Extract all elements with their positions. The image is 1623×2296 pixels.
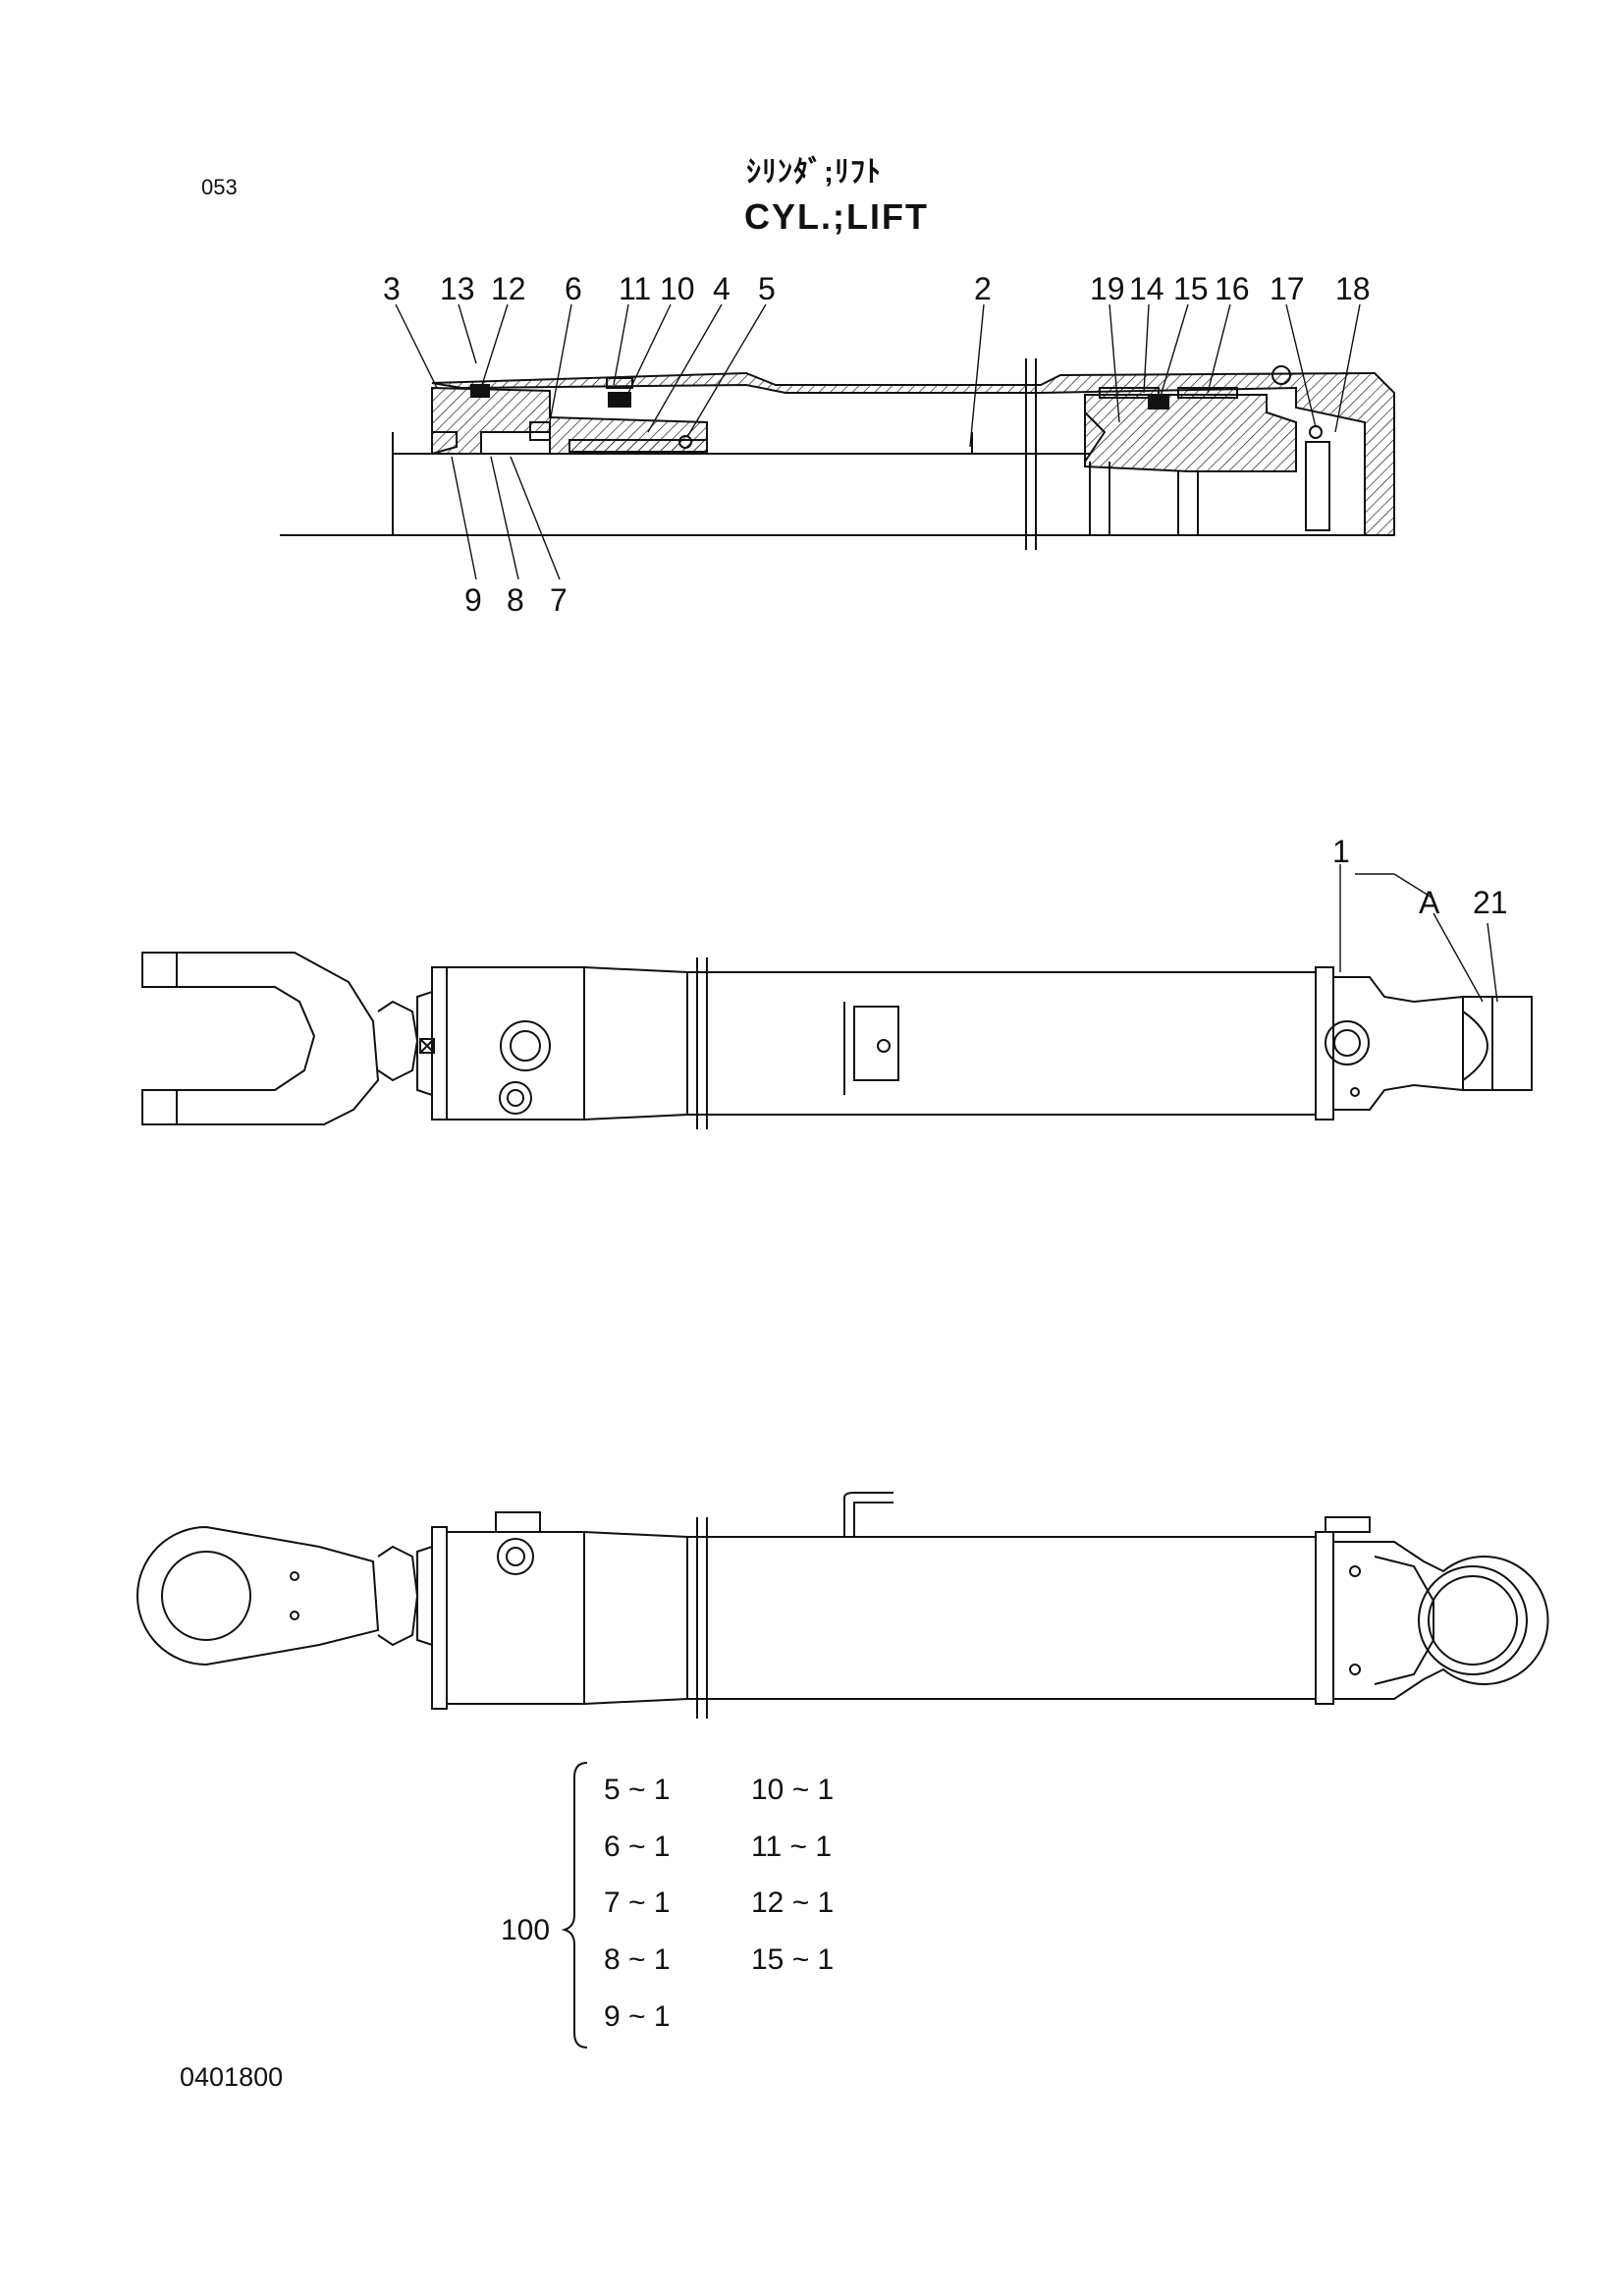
callout-5: 5: [758, 271, 776, 306]
title-english: CYL.;LIFT: [744, 196, 929, 237]
callout-8: 8: [507, 582, 524, 618]
callout-15: 15: [1173, 271, 1209, 306]
kit-right-item: 11 ~ 1: [751, 1831, 832, 1863]
document-number: 0401800: [180, 2062, 284, 2092]
callout-10: 10: [660, 271, 695, 306]
callout-3: 3: [383, 271, 401, 306]
section-view: [280, 303, 1395, 580]
callout-19: 19: [1090, 271, 1125, 306]
callout-13: 13: [440, 271, 475, 306]
kit-left-item: 8 ~ 1: [604, 1943, 671, 1976]
callout-9: 9: [464, 582, 482, 618]
title-japanese: ｼﾘﾝﾀﾞ;ﾘﾌﾄ: [746, 156, 882, 189]
callout-4: 4: [713, 271, 730, 306]
callout-17: 17: [1270, 271, 1305, 306]
callout-7: 7: [550, 582, 568, 618]
kit-table: 100 5 ~ 1 6 ~ 1 7 ~ 1 8 ~ 1 9 ~ 1 10 ~ 1…: [501, 1762, 834, 2049]
callout-18: 18: [1335, 271, 1371, 306]
kit-left-item: 6 ~ 1: [604, 1831, 671, 1863]
callout-21: 21: [1473, 885, 1508, 920]
callout-11: 11: [619, 271, 651, 306]
callout-12: 12: [491, 271, 526, 306]
callout-1: 1: [1332, 834, 1350, 869]
kit-right-item: 10 ~ 1: [751, 1774, 834, 1806]
side-view-clevis: [141, 864, 1533, 1129]
kit-right-item: 12 ~ 1: [751, 1886, 834, 1919]
callout-6: 6: [565, 271, 582, 306]
callout-16: 16: [1215, 271, 1250, 306]
top-view-eye: [136, 1492, 1549, 1719]
kit-number: 100: [501, 1914, 550, 1946]
kit-left-item: 5 ~ 1: [604, 1774, 671, 1806]
kit-left-item: 9 ~ 1: [604, 2000, 671, 2033]
callout-14: 14: [1129, 271, 1164, 306]
callout-A: A: [1419, 885, 1440, 920]
kit-left-item: 7 ~ 1: [604, 1886, 671, 1919]
callout-2: 2: [974, 271, 992, 306]
brace: [561, 1762, 588, 2049]
page-number: 053: [201, 175, 238, 199]
kit-right-item: 15 ~ 1: [751, 1943, 834, 1976]
